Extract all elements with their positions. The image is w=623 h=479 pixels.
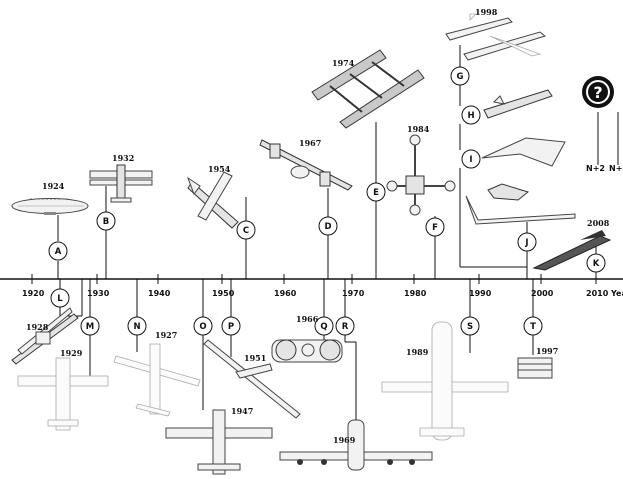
year-1924: 1924 xyxy=(42,181,65,191)
year-1966: 1966 xyxy=(296,314,319,324)
decade-label-2000: 2000 xyxy=(531,289,554,298)
axis-end-label: Year xyxy=(610,289,623,298)
decade-label-1960: 1960 xyxy=(274,289,297,298)
year-2008: 2008 xyxy=(587,218,610,228)
marker-i: I xyxy=(469,155,472,165)
year-1928: 1928 xyxy=(26,322,49,332)
decade-label-1920: 1920 xyxy=(22,289,45,298)
future-question-icon: ? xyxy=(582,76,614,108)
vtol-1966-drawing xyxy=(272,340,342,362)
marker-g: G xyxy=(457,72,464,82)
marker-circles xyxy=(49,67,605,335)
jet-1954-drawing xyxy=(188,172,238,228)
marker-p: P xyxy=(228,322,234,332)
marker-o: O xyxy=(199,322,206,332)
airship-1924-drawing xyxy=(12,199,88,216)
twin-fuselage-1998-drawing xyxy=(446,14,545,60)
long-wing-j-drawing xyxy=(466,196,575,224)
airliner-1989-drawing xyxy=(382,322,508,440)
marker-k: K xyxy=(593,259,600,269)
marker-t: T xyxy=(530,322,536,332)
year-1927: 1927 xyxy=(155,330,177,340)
decade-label-1990: 1990 xyxy=(469,289,492,298)
year-1947: 1947 xyxy=(231,406,253,416)
marker-m: M xyxy=(86,322,94,332)
decade-label-1980: 1980 xyxy=(404,289,427,298)
marker-r: R xyxy=(342,322,349,332)
vehicle-1997-drawing xyxy=(518,358,552,378)
future-label-n2: N+2 xyxy=(586,164,605,173)
year-1984: 1984 xyxy=(407,124,430,134)
year-1932: 1932 xyxy=(112,153,134,163)
year-1997: 1997 xyxy=(536,346,558,356)
flying-boat-1929-drawing xyxy=(18,358,108,430)
marker-h: H xyxy=(467,111,474,121)
marker-j: J xyxy=(524,238,528,248)
twin-hull-1974-drawing xyxy=(312,50,424,128)
marker-q: Q xyxy=(320,322,327,332)
aircraft-1947-drawing xyxy=(166,410,272,474)
aircraft-1927-drawing xyxy=(114,344,200,416)
marker-e: E xyxy=(373,188,379,198)
decade-label-2010: 2010 xyxy=(586,289,609,298)
year-1967: 1967 xyxy=(299,138,321,148)
marker-b: B xyxy=(103,217,109,227)
blended-wing-i-drawing xyxy=(482,138,565,166)
year-1989: 1989 xyxy=(406,347,429,357)
biplane-1932-drawing xyxy=(90,165,152,202)
future-label-n3: N+3 xyxy=(609,164,623,173)
marker-n: N xyxy=(133,322,140,332)
year-1929: 1929 xyxy=(60,348,83,358)
marker-f: F xyxy=(432,223,438,233)
jumbo-1969-drawing xyxy=(280,420,432,470)
drone-drawing xyxy=(488,184,528,200)
marker-l: L xyxy=(57,294,63,304)
marker-a: A xyxy=(55,247,62,257)
marker-c: C xyxy=(243,226,249,236)
decade-label-1940: 1940 xyxy=(148,289,171,298)
year-1954: 1954 xyxy=(208,164,231,174)
rotor-1984-drawing xyxy=(387,135,455,215)
year-1951: 1951 xyxy=(244,353,266,363)
year-1969: 1969 xyxy=(333,435,356,445)
marker-d: D xyxy=(324,222,331,232)
year-1998: 1998 xyxy=(475,7,498,17)
marker-s: S xyxy=(467,322,473,332)
year-1974: 1974 xyxy=(332,58,355,68)
concept-h-drawing xyxy=(484,90,552,118)
svg-text:?: ? xyxy=(593,83,602,102)
